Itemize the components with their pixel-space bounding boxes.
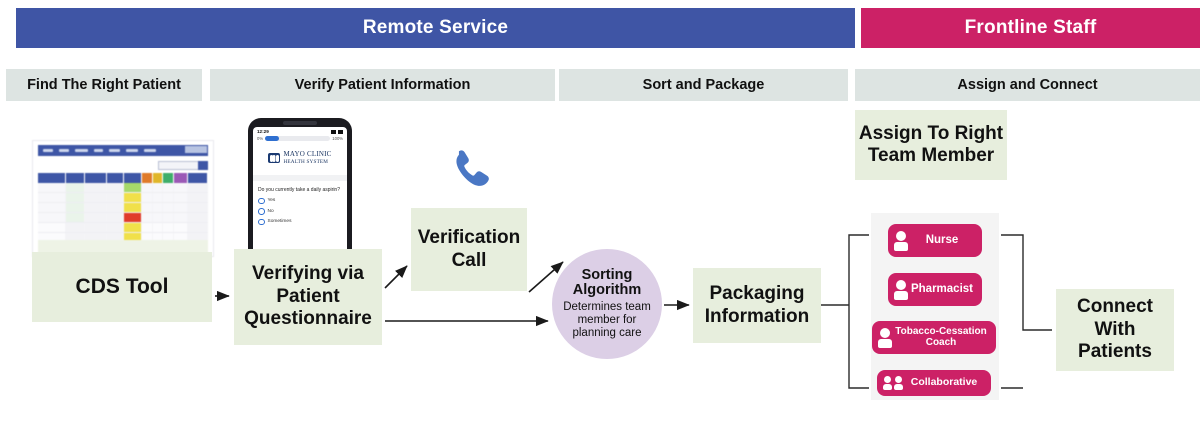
bracket-packaging-to-team: [821, 234, 869, 389]
box-label: Connect With Patients: [1077, 296, 1153, 363]
phone-handset-icon: [456, 150, 489, 186]
cds-table-row: [38, 223, 208, 233]
banner-frontline-staff-label: Frontline Staff: [964, 17, 1097, 38]
logo-line-2: HEALTH SYSTEM: [283, 158, 329, 165]
stage-header-label: Assign and Connect: [957, 77, 1098, 93]
sorting-subtitle: Determines team member for planning care: [563, 300, 651, 340]
team-badge-tobacco-cessation-coach[interactable]: Tobacco-Cessation Coach: [872, 321, 996, 354]
box-verifying-via-patient-questionnaire[interactable]: Verifying via Patient Questionnaire: [234, 249, 382, 345]
radio-icon[interactable]: [258, 218, 265, 226]
patient-questionnaire-phone: 12:29 0% 100% MAYO CLINIC HEALTH SYSTEM …: [248, 118, 352, 263]
cds-tool-screenshot: [32, 140, 214, 257]
team-badge-label: Tobacco-Cessation Coach: [895, 325, 987, 348]
cds-table-row: [38, 203, 208, 213]
box-verification-call[interactable]: Verification Call: [411, 208, 527, 291]
questionnaire-option-no[interactable]: No: [253, 206, 347, 217]
progress-min-label: 0%: [257, 136, 264, 141]
team-badge-label: Pharmacist: [910, 283, 973, 296]
cds-table-row: [38, 183, 208, 193]
cds-footer: [38, 240, 208, 254]
box-connect-with-patients[interactable]: Connect With Patients: [1056, 289, 1174, 371]
box-label: Verifying via Patient Questionnaire: [244, 263, 372, 330]
mayo-shield-icon: [268, 153, 281, 164]
box-label: Verification Call: [417, 227, 521, 271]
person-icon: [878, 327, 892, 348]
team-badge-label: Nurse: [925, 234, 959, 247]
option-label: No: [267, 208, 274, 214]
phone-screen: 12:29 0% 100% MAYO CLINIC HEALTH SYSTEM …: [253, 127, 347, 263]
cds-table-row: [38, 193, 208, 203]
box-label: CDS Tool: [75, 274, 169, 298]
questionnaire-question: Do you currently take a daily aspirin?: [258, 186, 340, 193]
team-badge-pharmacist[interactable]: Pharmacist: [888, 273, 982, 306]
stage-header-find-right-patient: Find The Right Patient: [6, 69, 202, 101]
progress-max-label: 100%: [332, 136, 343, 141]
option-label: Yes: [267, 198, 276, 204]
cds-table-header-row: [38, 173, 208, 183]
questionnaire-option-yes[interactable]: Yes: [253, 196, 347, 207]
progress-bar-fill: [265, 136, 280, 141]
stage-header-sort-and-package: Sort and Package: [559, 69, 848, 101]
phone-status-bar: 12:29: [253, 127, 347, 135]
cds-search-button: [198, 161, 208, 170]
progress-bar-track: [265, 136, 331, 141]
banner-remote-service: Remote Service: [16, 8, 855, 48]
cds-table-row: [38, 213, 208, 223]
team-badge-nurse[interactable]: Nurse: [888, 224, 982, 257]
box-packaging-information[interactable]: Packaging Information: [693, 268, 821, 343]
team-badge-collaborative[interactable]: Collaborative: [877, 370, 991, 396]
logo-line-1: MAYO CLINIC: [283, 150, 332, 158]
sorting-title-line2: Algorithm: [572, 282, 642, 299]
option-label: Sometimes: [267, 219, 292, 225]
phone-signal-battery-icons: [331, 129, 343, 134]
box-label: Assign To Right Team Member: [858, 122, 1004, 166]
banner-remote-service-label: Remote Service: [362, 17, 509, 38]
stage-header-label: Sort and Package: [642, 77, 765, 93]
phone-speaker-notch: [283, 121, 317, 125]
phone-divider: [253, 174, 347, 181]
sorting-title-line1: Sorting: [581, 266, 633, 283]
sorting-algorithm-node[interactable]: Sorting Algorithm Determines team member…: [552, 249, 662, 359]
stage-header-label: Find The Right Patient: [27, 77, 181, 93]
stage-header-verify-patient-information: Verify Patient Information: [210, 69, 555, 101]
two-people-icon: [883, 376, 903, 390]
phone-clock: 12:29: [257, 129, 269, 134]
stage-header-label: Verify Patient Information: [294, 77, 471, 93]
arrow-verifying-to-verification-call: [384, 265, 408, 289]
questionnaire-progress: 0% 100%: [253, 135, 347, 144]
team-badge-label: Collaborative: [910, 376, 978, 389]
box-assign-to-right-team-member[interactable]: Assign To Right Team Member: [855, 110, 1007, 180]
cds-user-chip: [185, 146, 207, 153]
person-icon: [894, 230, 908, 251]
box-label: Packaging Information: [704, 283, 810, 327]
cds-patient-table: [38, 173, 208, 256]
radio-icon[interactable]: [258, 197, 265, 205]
bracket-team-to-connect: [1001, 234, 1052, 389]
box-cds-tool[interactable]: CDS Tool: [32, 252, 212, 322]
mayo-clinic-logo: MAYO CLINIC HEALTH SYSTEM: [253, 144, 347, 173]
banner-frontline-staff: Frontline Staff: [861, 8, 1200, 48]
cds-menubar: [38, 145, 208, 156]
radio-icon[interactable]: [258, 208, 265, 215]
questionnaire-option-sometimes[interactable]: Sometimes: [253, 217, 347, 228]
stage-header-assign-and-connect: Assign and Connect: [855, 69, 1200, 101]
person-icon: [894, 279, 908, 300]
